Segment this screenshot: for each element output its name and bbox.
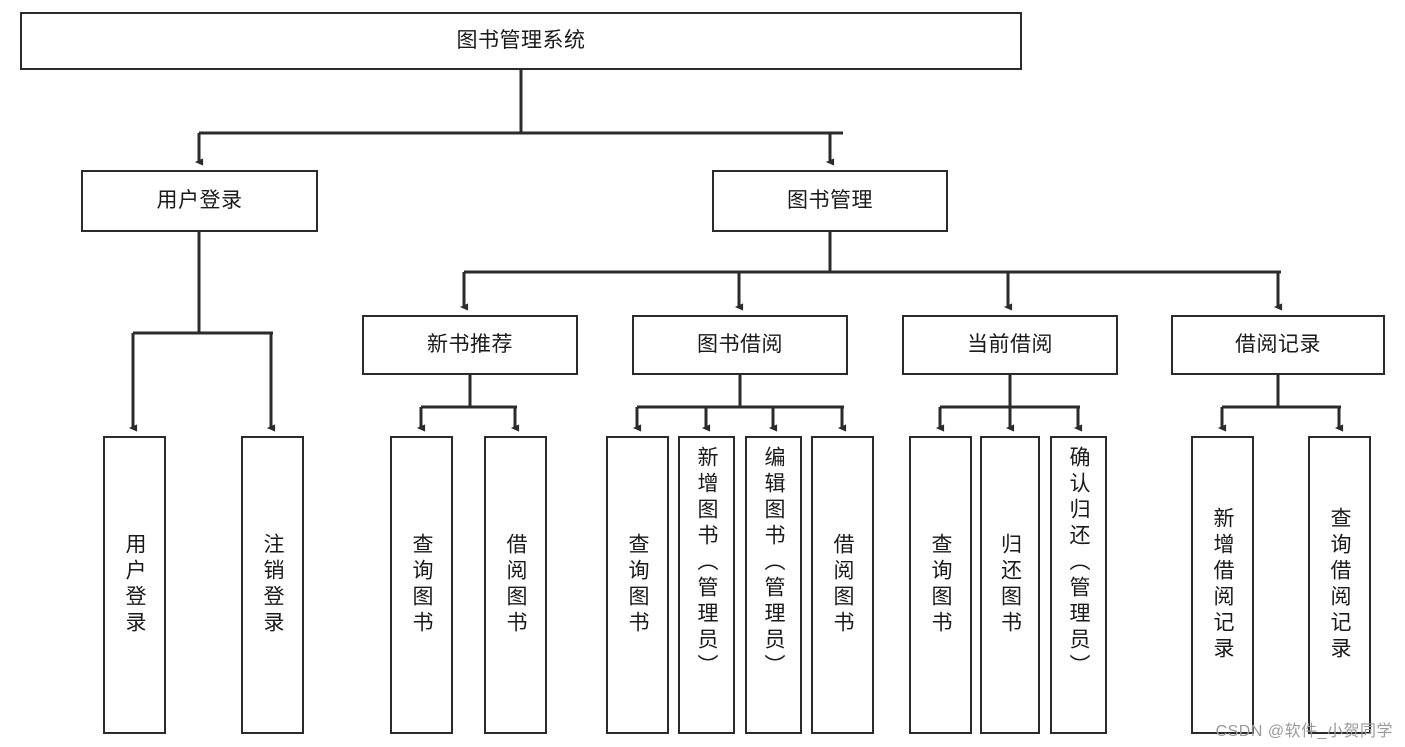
node-label: 查询图书 (929, 533, 952, 637)
leaf-current-borrow-query-books[interactable]: 查询图书 (909, 436, 972, 734)
leaf-book-borrow-query-books[interactable]: 查询图书 (606, 436, 669, 734)
node-label: 图书管理 (787, 189, 873, 213)
node-book-management[interactable]: 图书管理 (712, 170, 948, 232)
node-label: 查询图书 (626, 533, 649, 637)
leaf-new-book-borrow-books[interactable]: 借阅图书 (484, 436, 547, 734)
leaf-book-borrow-add-book-admin[interactable]: 新增图书（管理员） (678, 436, 735, 734)
node-label: 注销登录 (261, 533, 284, 637)
node-label: 借阅记录 (1235, 333, 1321, 357)
leaf-current-borrow-confirm-return-admin[interactable]: 确认归还（管理员） (1050, 436, 1107, 734)
node-label: 借阅图书 (831, 533, 854, 637)
node-label: 用户登录 (156, 189, 243, 213)
leaf-user-login-logout[interactable]: 注销登录 (241, 436, 304, 734)
node-new-book-recommendation[interactable]: 新书推荐 (362, 315, 578, 375)
node-label: 确认归还（管理员） (1067, 446, 1090, 680)
node-current-borrowing[interactable]: 当前借阅 (902, 315, 1118, 375)
leaf-book-borrow-borrow-books[interactable]: 借阅图书 (811, 436, 874, 734)
node-label: 当前借阅 (967, 333, 1053, 357)
node-label: 查询图书 (410, 533, 433, 637)
node-label: 归还图书 (998, 533, 1022, 637)
node-label: 新增借阅记录 (1211, 507, 1234, 663)
leaf-user-login-login[interactable]: 用户登录 (103, 436, 166, 734)
node-label: 新书推荐 (427, 333, 513, 357)
node-label: 图书借阅 (697, 333, 783, 357)
leaf-borrow-record-add-record[interactable]: 新增借阅记录 (1191, 436, 1254, 734)
node-user-login[interactable]: 用户登录 (81, 170, 318, 232)
node-label: 查询借阅记录 (1328, 507, 1351, 663)
leaf-new-book-query-books[interactable]: 查询图书 (390, 436, 453, 734)
node-root-book-management-system[interactable]: 图书管理系统 (20, 12, 1022, 70)
node-label: 用户登录 (123, 533, 146, 637)
node-label: 新增图书（管理员） (695, 446, 718, 680)
csdn-watermark: CSDN @软件_小贺同学 (1215, 723, 1393, 740)
node-book-borrowing[interactable]: 图书借阅 (632, 315, 848, 375)
node-label: 借阅图书 (504, 533, 527, 637)
leaf-book-borrow-edit-book-admin[interactable]: 编辑图书（管理员） (745, 436, 802, 734)
node-borrowing-record[interactable]: 借阅记录 (1171, 315, 1385, 375)
leaf-borrow-record-query-record[interactable]: 查询借阅记录 (1308, 436, 1371, 734)
node-label: 编辑图书（管理员） (762, 446, 785, 680)
leaf-current-borrow-return-books[interactable]: 归还图书 (980, 436, 1040, 734)
node-label: 图书管理系统 (456, 29, 586, 53)
